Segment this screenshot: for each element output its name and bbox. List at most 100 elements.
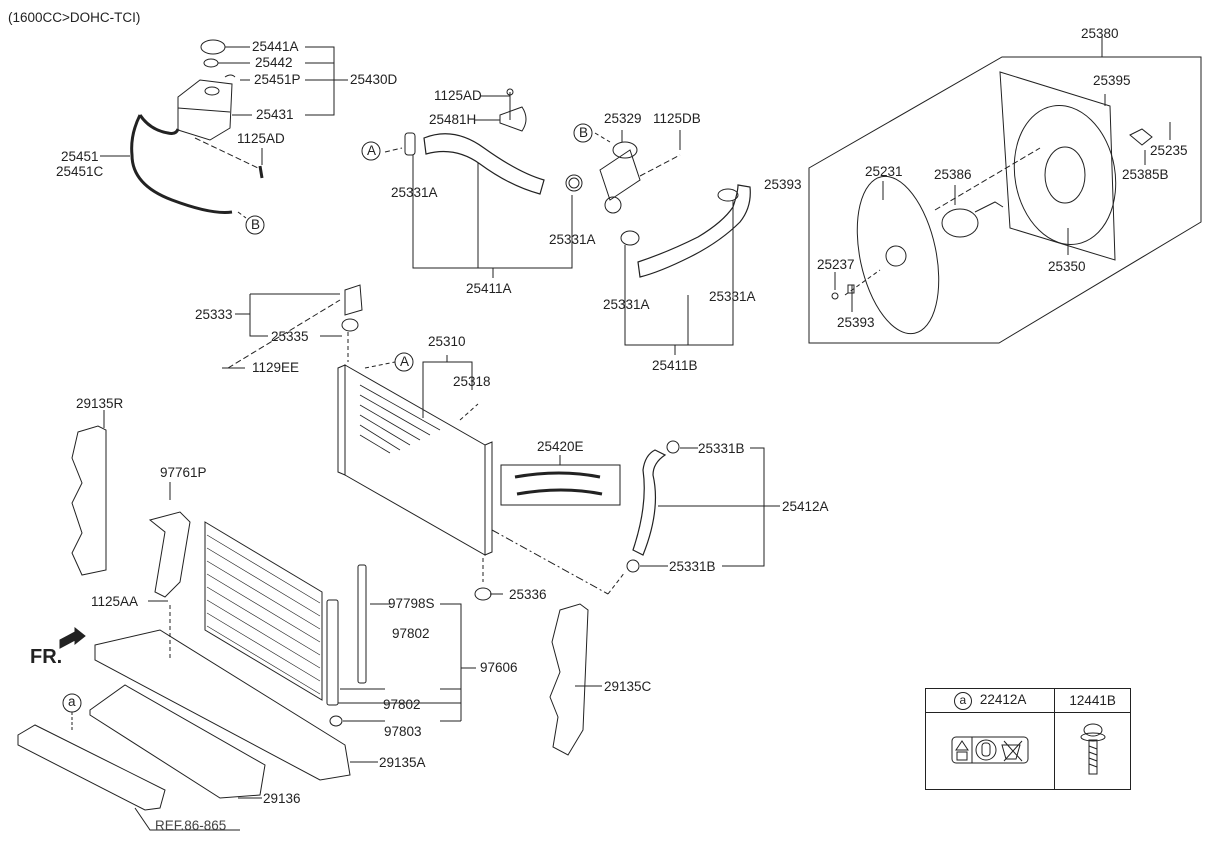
part-label[interactable]: 25481H bbox=[429, 112, 477, 127]
part-label[interactable]: 25380 bbox=[1081, 26, 1119, 41]
part-label[interactable]: 97798S bbox=[388, 596, 435, 611]
part-label[interactable]: 97802 bbox=[392, 626, 430, 641]
part-label[interactable]: 25350 bbox=[1048, 259, 1086, 274]
mount-insulator bbox=[341, 318, 359, 332]
air-guard-lh bbox=[549, 603, 589, 756]
part-label[interactable]: 29135A bbox=[379, 755, 426, 770]
reservoir-cap bbox=[200, 39, 226, 55]
fan-shroud-group bbox=[808, 37, 1202, 344]
part-label[interactable]: 25331A bbox=[603, 297, 650, 312]
front-arrow bbox=[59, 626, 86, 649]
air-guard-rh bbox=[71, 425, 107, 576]
part-label[interactable]: 25386 bbox=[934, 167, 972, 182]
lower-hose bbox=[637, 184, 751, 278]
air-guards bbox=[71, 410, 602, 756]
part-label[interactable]: 29135C bbox=[604, 679, 652, 694]
warning-label-cell bbox=[924, 712, 1056, 790]
hose-pipe bbox=[224, 74, 236, 78]
part-label[interactable]: 97803 bbox=[384, 724, 422, 739]
part-number: 12441B bbox=[1069, 693, 1116, 708]
bolt-icon bbox=[1080, 723, 1106, 774]
fan-kit-outline bbox=[808, 56, 1202, 344]
fan-shroud bbox=[999, 71, 1116, 261]
part-label[interactable]: 1125AD bbox=[237, 131, 285, 146]
part-label[interactable]: 25411A bbox=[466, 281, 512, 296]
part-label[interactable]: 25231 bbox=[865, 164, 903, 179]
part-label[interactable]: 25430D bbox=[350, 72, 398, 87]
fan-blade bbox=[856, 175, 940, 335]
part-label[interactable]: 25451 bbox=[61, 149, 99, 164]
part-label[interactable]: 25235 bbox=[1150, 143, 1188, 158]
radiator-group bbox=[222, 284, 626, 601]
receiver-drier bbox=[326, 599, 339, 706]
part-label[interactable]: 25412A bbox=[782, 499, 829, 514]
part-label[interactable]: 25331B bbox=[669, 559, 716, 574]
lower-guards bbox=[17, 626, 378, 831]
fan-motor bbox=[941, 208, 979, 238]
part-label[interactable]: 25393 bbox=[764, 177, 802, 192]
callout-b-upper: B bbox=[579, 125, 589, 140]
radiator-core bbox=[344, 364, 486, 556]
part-label[interactable]: 25395 bbox=[1093, 73, 1131, 88]
part-label[interactable]: 25431 bbox=[256, 107, 294, 122]
part-label[interactable]: 25310 bbox=[428, 334, 466, 349]
part-label[interactable]: 25329 bbox=[604, 111, 642, 126]
table-header-12441B[interactable]: 12441B bbox=[1054, 688, 1131, 713]
part-label[interactable]: 25336 bbox=[509, 587, 547, 602]
warning-label-icon bbox=[951, 736, 1029, 763]
part-label[interactable]: 25237 bbox=[817, 257, 855, 272]
part-label[interactable]: 1129EE bbox=[252, 360, 300, 375]
engine-spec-title: (1600CC>DOHC-TCI) bbox=[8, 10, 141, 25]
front-direction-label: FR. bbox=[30, 646, 63, 668]
callout-circles bbox=[62, 123, 593, 713]
callout-a-small: a bbox=[68, 694, 76, 709]
part-label[interactable]: 25333 bbox=[195, 307, 233, 322]
resistor bbox=[1129, 128, 1153, 146]
radiator-bracket bbox=[344, 284, 363, 316]
upper-guard bbox=[94, 629, 351, 781]
bolt-cell bbox=[1054, 712, 1131, 790]
overflow-hose bbox=[130, 114, 233, 214]
part-label[interactable]: 25411B bbox=[652, 358, 698, 373]
part-label[interactable]: 97761P bbox=[160, 465, 207, 480]
part-number: 22412A bbox=[979, 691, 1027, 707]
under-cover bbox=[17, 724, 166, 811]
thermostat-housing bbox=[599, 149, 641, 201]
part-label[interactable]: 25451P bbox=[254, 72, 301, 87]
part-label[interactable]: 25331A bbox=[709, 289, 756, 304]
lower-radiator-hose-group bbox=[626, 440, 780, 573]
part-label[interactable]: 25420E bbox=[537, 439, 584, 454]
part-label[interactable]: 1125DB bbox=[653, 111, 701, 126]
part-label[interactable]: 25331B bbox=[698, 441, 745, 456]
ac-pipe-bracket bbox=[148, 511, 191, 598]
lower-guard bbox=[89, 684, 266, 799]
part-label[interactable]: 25442 bbox=[255, 55, 293, 70]
callout-a-radiator: A bbox=[400, 354, 410, 369]
part-label[interactable]: 25318 bbox=[453, 374, 491, 389]
part-label[interactable]: 97606 bbox=[480, 660, 518, 675]
seal-strip bbox=[357, 564, 367, 684]
part-label[interactable]: 25335 bbox=[271, 329, 309, 344]
part-label[interactable]: 25451C bbox=[56, 164, 104, 179]
reference-link[interactable]: REF.86-865 bbox=[155, 818, 227, 833]
cap-seal bbox=[203, 58, 219, 68]
hose-bracket bbox=[499, 106, 527, 132]
part-label[interactable]: 1125AD bbox=[434, 88, 482, 103]
part-label[interactable]: 1125AA bbox=[91, 594, 139, 609]
hose-kit-box bbox=[500, 455, 621, 506]
part-label[interactable]: 25441A bbox=[252, 39, 299, 54]
clamp bbox=[404, 132, 416, 156]
part-label[interactable]: 25331A bbox=[549, 232, 596, 247]
part-label[interactable]: 29135R bbox=[76, 396, 124, 411]
callout-b-lower: B bbox=[251, 217, 261, 232]
upper-hose bbox=[423, 133, 545, 195]
part-label[interactable]: 25393 bbox=[837, 315, 875, 330]
callout-a-upper: A bbox=[367, 143, 377, 158]
part-label[interactable]: 25331A bbox=[391, 185, 438, 200]
part-label[interactable]: 25385B bbox=[1122, 167, 1169, 182]
part-label[interactable]: 97802 bbox=[383, 697, 421, 712]
part-label[interactable]: 29136 bbox=[263, 791, 301, 806]
